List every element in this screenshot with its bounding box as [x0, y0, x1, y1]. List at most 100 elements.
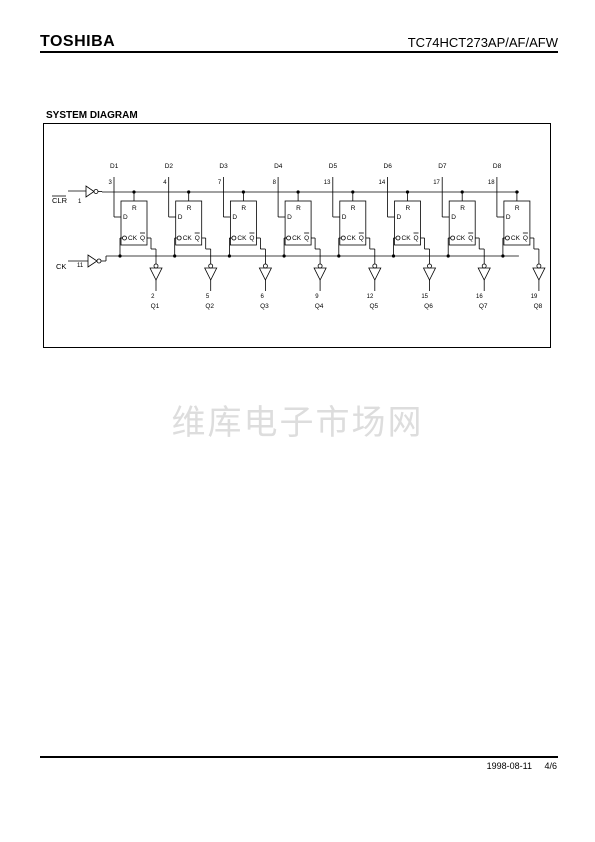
ff-q-label: Q — [523, 235, 528, 242]
q-pin-6: 15 — [421, 294, 428, 300]
output-bubble-6 — [427, 263, 432, 269]
junction-dot — [118, 254, 122, 258]
output-buffer-icon-6 — [422, 267, 437, 281]
q-label-1: Q1 — [151, 303, 160, 310]
footer: 1998-08-11 4/6 — [487, 761, 557, 771]
footer-rule — [40, 756, 558, 758]
ff-clock-bubble — [286, 235, 292, 241]
ff-d-label: D — [342, 214, 347, 221]
junction-dot — [241, 190, 245, 194]
q-label-4: Q4 — [315, 303, 324, 310]
footer-date: 1998-08-11 — [486, 761, 532, 771]
d-label-8: D8 — [493, 163, 502, 170]
junction-dot — [405, 190, 410, 194]
ff-ck-label: CK — [292, 235, 302, 242]
q-pin-3: 6 — [261, 294, 265, 300]
output-buffer-icon-2 — [204, 267, 218, 281]
d-label-1: D1 — [110, 163, 119, 170]
ff-d-label: D — [123, 214, 128, 221]
ff-q-label: Q — [468, 235, 473, 242]
ff-q-label: Q — [304, 235, 309, 242]
q-pin-1: 2 — [151, 294, 155, 300]
junction-dot — [132, 190, 136, 194]
ff-ck-label: CK — [347, 235, 357, 242]
junction-dot — [460, 190, 464, 194]
ff-d-label: D — [506, 214, 511, 221]
d-pin-3: 7 — [218, 180, 222, 186]
ff-clock-bubble — [450, 235, 456, 241]
ck-pin: 11 — [77, 263, 84, 269]
junction-dot — [391, 254, 396, 258]
output-bubble-5 — [372, 263, 378, 269]
q-pin-8: 19 — [531, 294, 538, 300]
d-pin-8: 18 — [488, 180, 495, 186]
ff-r-label: R — [460, 205, 465, 212]
q-label-2: Q2 — [205, 303, 214, 310]
ff-clock-bubble — [231, 235, 237, 241]
ff-q-label: Q — [414, 235, 419, 242]
junction-dot — [351, 190, 355, 194]
ck-buffer-icon — [87, 254, 98, 268]
footer-page: 4/6 — [544, 761, 557, 771]
junction-dot — [173, 254, 177, 258]
ff-ck-label: CK — [128, 235, 138, 242]
d-label-2: D2 — [165, 163, 174, 170]
ff-ck-label: CK — [237, 235, 247, 242]
ff-d-label: D — [232, 214, 237, 221]
ff-ck-label: CK — [511, 235, 521, 242]
ff-q-label: Q — [249, 235, 254, 242]
output-bubble-7 — [481, 263, 487, 269]
d-pin-5: 13 — [324, 180, 331, 186]
ff-clock-bubble — [176, 235, 182, 241]
ck-label: CK — [56, 262, 66, 271]
junction-dot — [296, 190, 300, 194]
q-label-7: Q7 — [479, 303, 488, 310]
ff-ck-label: CK — [183, 235, 193, 242]
output-buffer-icon-3 — [258, 267, 273, 281]
d-pin-1: 3 — [109, 180, 113, 186]
output-buffer-icon-8 — [532, 267, 546, 281]
ff-d-label: D — [287, 214, 292, 221]
ff-d-label: D — [451, 214, 456, 221]
output-bubble-4 — [317, 263, 323, 269]
q-pin-5: 12 — [367, 294, 374, 300]
flipflop-6 — [394, 200, 421, 246]
ff-q-label: Q — [195, 235, 200, 242]
d-label-7: D7 — [438, 163, 447, 170]
junction-dot — [337, 254, 341, 258]
ff-clock-bubble — [122, 235, 127, 241]
ff-r-label: R — [515, 205, 520, 212]
ff-r-label: R — [296, 205, 301, 212]
output-buffer-icon-1 — [149, 267, 163, 281]
part-number: TC74HCT273AP/AF/AFW — [407, 35, 558, 50]
d-label-6: D6 — [384, 163, 393, 170]
junction-dot — [515, 190, 519, 194]
junction-dot — [446, 254, 450, 258]
junction-dot — [282, 254, 286, 258]
ff-r-label: R — [187, 205, 192, 212]
output-bubble-8 — [536, 263, 542, 269]
header-rule — [40, 51, 558, 53]
ff-clock-bubble — [395, 235, 401, 241]
junction-dot — [187, 190, 191, 194]
watermark: 维库电子市场网 — [171, 403, 424, 443]
d-label-5: D5 — [329, 163, 338, 170]
section-title: SYSTEM DIAGRAM — [46, 110, 138, 121]
clr-label: CLR — [52, 196, 68, 205]
ck-bubble — [96, 258, 102, 264]
ff-q-label: Q — [140, 235, 145, 242]
ff-ck-label: CK — [456, 235, 466, 242]
d-label-4: D4 — [274, 163, 283, 170]
ff-r-label: R — [406, 205, 411, 212]
d-pin-6: 14 — [379, 180, 386, 186]
d-pin-4: 8 — [273, 180, 277, 186]
q-label-8: Q8 — [534, 303, 543, 310]
output-bubble-3 — [262, 263, 268, 269]
junction-dot — [501, 254, 505, 258]
clr-buffer-icon — [85, 185, 95, 198]
ff-clock-bubble — [340, 235, 346, 241]
d-pin-2: 4 — [163, 180, 167, 186]
d-pin-7: 17 — [433, 180, 440, 186]
